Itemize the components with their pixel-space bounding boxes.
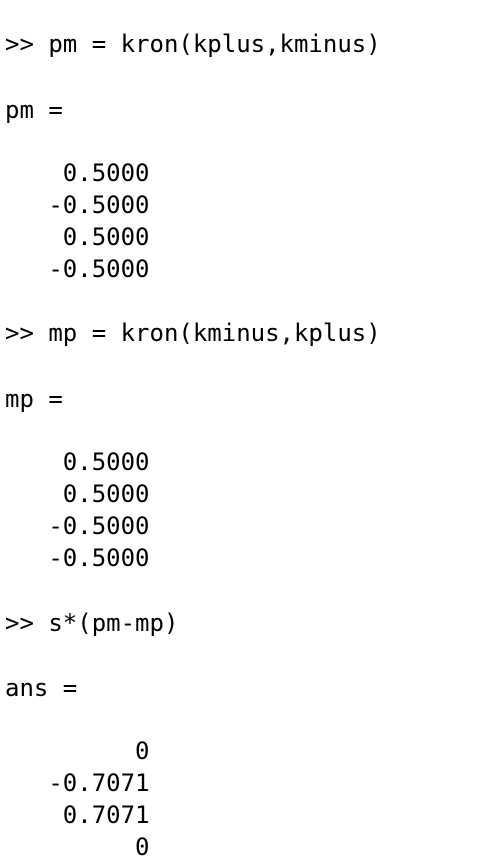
output-value: 0 (5, 737, 150, 765)
output-value: -0.5000 (5, 191, 150, 219)
output-value: -0.7071 (5, 769, 150, 797)
command-line-pm: >> pm = kron(kplus,kminus) (5, 30, 381, 58)
output-value: 0.5000 (5, 223, 150, 251)
output-header-mp: mp = (5, 385, 63, 413)
output-value: -0.5000 (5, 512, 150, 540)
output-value: 0.7071 (5, 801, 150, 829)
command-line-ans: >> s*(pm-mp) (5, 609, 179, 637)
output-value: 0 (5, 833, 150, 861)
output-header-pm: pm = (5, 96, 63, 124)
output-value: 0.5000 (5, 448, 150, 476)
command-line-mp: >> mp = kron(kminus,kplus) (5, 319, 381, 347)
output-value: -0.5000 (5, 255, 150, 283)
output-value: -0.5000 (5, 544, 150, 572)
output-header-ans: ans = (5, 674, 78, 702)
output-value: 0.5000 (5, 159, 150, 187)
output-value: 0.5000 (5, 480, 150, 508)
